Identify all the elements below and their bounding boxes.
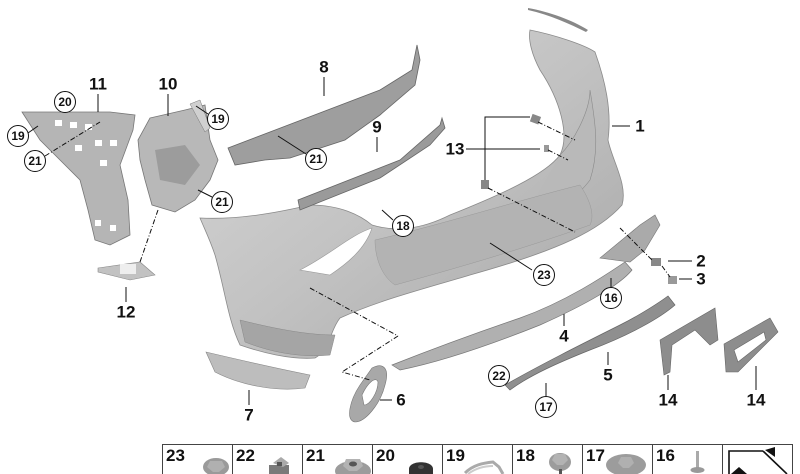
flange-hex-nut-icon (203, 458, 229, 474)
part-label-1[interactable]: 1 (635, 116, 645, 136)
expanding-nut-icon (335, 459, 371, 474)
hex-screw-icon (549, 453, 571, 474)
clip-part-13c (481, 180, 489, 189)
legend-number: 16 (656, 446, 675, 465)
rivet-pin-icon (690, 451, 705, 473)
legend-cell-16[interactable]: 16 (653, 445, 723, 474)
carrier-part-8 (227, 44, 421, 166)
trim-part-5 (504, 295, 676, 391)
diffuser-part-4 (391, 261, 633, 371)
part-label-20[interactable]: 20 (54, 91, 76, 113)
legend-cell-18[interactable]: 18 (513, 445, 583, 474)
legend-cell-navigation[interactable] (723, 445, 793, 474)
part-label-7[interactable]: 7 (244, 405, 254, 425)
part-label-12[interactable]: 12 (116, 302, 136, 322)
bracket-part-14a (659, 307, 719, 376)
legend-number: 20 (376, 446, 395, 465)
spring-clip-icon (463, 460, 505, 474)
legend-cell-17[interactable]: 17 (583, 445, 653, 474)
legend-number: 21 (306, 446, 325, 465)
legend-cell-23[interactable]: 23 (163, 445, 233, 474)
part-label-21a[interactable]: 21 (24, 150, 46, 172)
bracket-part-11 (21, 111, 136, 246)
part-label-19a[interactable]: 19 (7, 125, 29, 147)
cover-part-3 (668, 276, 677, 284)
trim-part-7 (205, 351, 311, 390)
part-label-16[interactable]: 16 (600, 287, 622, 309)
frame-part-14b (723, 317, 779, 373)
fastener-legend: 23 22 21 20 19 18 17 16 (162, 444, 793, 474)
part-label-17[interactable]: 17 (535, 396, 557, 418)
top-trim-strip (528, 8, 588, 32)
rubber-grommet-icon (409, 462, 433, 474)
part-label-6[interactable]: 6 (396, 390, 406, 410)
part-label-14a[interactable]: 14 (658, 390, 678, 410)
navigation-arrow-icon (728, 447, 788, 474)
part-label-21c[interactable]: 21 (305, 148, 327, 170)
legend-cell-22[interactable]: 22 (233, 445, 303, 474)
part-label-8[interactable]: 8 (319, 57, 329, 77)
legend-number: 19 (446, 446, 465, 465)
legend-cell-20[interactable]: 20 (373, 445, 443, 474)
sensor-part-2 (651, 258, 661, 266)
part-label-23[interactable]: 23 (533, 264, 555, 286)
legend-number: 23 (166, 446, 185, 465)
legend-number: 17 (586, 446, 605, 465)
part-label-2[interactable]: 2 (696, 251, 706, 271)
part-label-14b[interactable]: 14 (746, 390, 766, 410)
legend-number: 22 (236, 446, 255, 465)
tailpipe-trim-part-6 (349, 365, 387, 423)
bracket-part-10 (137, 99, 219, 213)
carrier-part-9 (297, 116, 446, 211)
part-label-4[interactable]: 4 (559, 326, 569, 346)
part-label-3[interactable]: 3 (696, 269, 706, 289)
legend-cell-19[interactable]: 19 (443, 445, 513, 474)
part-label-21b[interactable]: 21 (211, 191, 233, 213)
part-label-18[interactable]: 18 (392, 215, 414, 237)
part-label-10[interactable]: 10 (158, 74, 178, 94)
part-label-11[interactable]: 11 (89, 74, 107, 94)
clip-part-13b (544, 145, 549, 152)
legend-number: 18 (516, 446, 535, 465)
washer-screw-icon (606, 454, 646, 474)
legend-cell-21[interactable]: 21 (303, 445, 373, 474)
part-label-5[interactable]: 5 (603, 365, 613, 385)
part-label-22[interactable]: 22 (488, 365, 510, 387)
part-label-19b[interactable]: 19 (207, 108, 229, 130)
clip-nut-icon (269, 457, 289, 474)
part-label-9[interactable]: 9 (372, 117, 382, 137)
rear-bumper-cover (199, 29, 624, 359)
part-label-13[interactable]: 13 (445, 139, 465, 159)
